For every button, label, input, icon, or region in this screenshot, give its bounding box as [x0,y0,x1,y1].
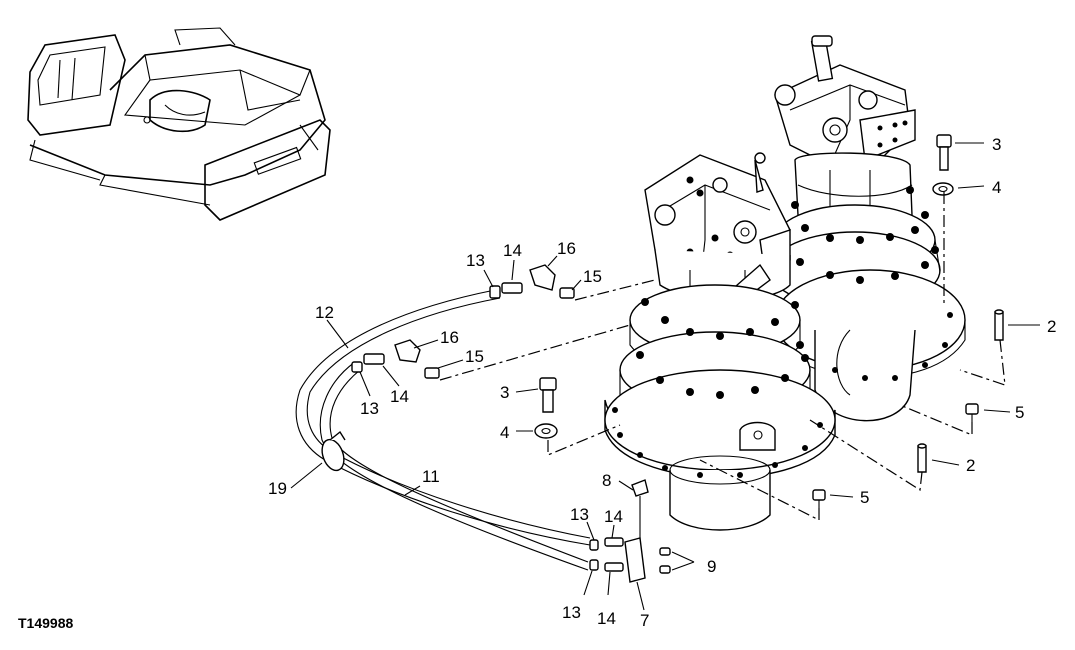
fittings-lower [589,479,671,583]
fittings-middle [351,339,440,379]
callout-5: 5 [860,488,869,507]
callout-15: 15 [583,267,602,286]
hose-12 [295,289,591,546]
hose-clamp [321,430,346,472]
callout-leaders [290,142,1040,611]
fittings-upper [489,264,575,299]
callout-16: 16 [557,239,576,258]
callout-9: 9 [707,557,716,576]
callout-13: 13 [562,603,581,622]
callout-13: 13 [570,505,589,524]
callout-13: 13 [360,399,379,418]
callout-14: 14 [604,507,623,526]
callout-14: 14 [597,609,616,628]
callout-11: 11 [422,467,440,486]
callout-16: 16 [440,328,459,347]
callout-2: 2 [1047,317,1056,336]
callout-19: 19 [268,479,287,498]
callout-3: 3 [992,135,1001,154]
callout-3: 3 [500,383,509,402]
figure-id: T149988 [18,615,73,631]
swing-motor-left [604,152,836,531]
callout-4: 4 [992,178,1001,197]
callout-4: 4 [500,423,509,442]
excavator-locator-illustration [27,27,331,221]
callout-7: 7 [640,611,649,630]
callout-12: 12 [315,303,334,322]
callout-labels: 2 2 3 3 4 4 5 5 7 8 9 11 12 13 13 13 13 … [268,135,1056,630]
callout-5: 5 [1015,403,1024,422]
callout-15: 15 [465,347,484,366]
callout-13: 13 [466,251,485,270]
callout-14: 14 [503,241,522,260]
callout-2: 2 [966,456,975,475]
callout-8: 8 [602,471,611,490]
swing-motor-right [769,35,966,422]
callout-14: 14 [390,387,409,406]
hardware [534,134,1004,508]
assembly-lines [439,192,1006,521]
